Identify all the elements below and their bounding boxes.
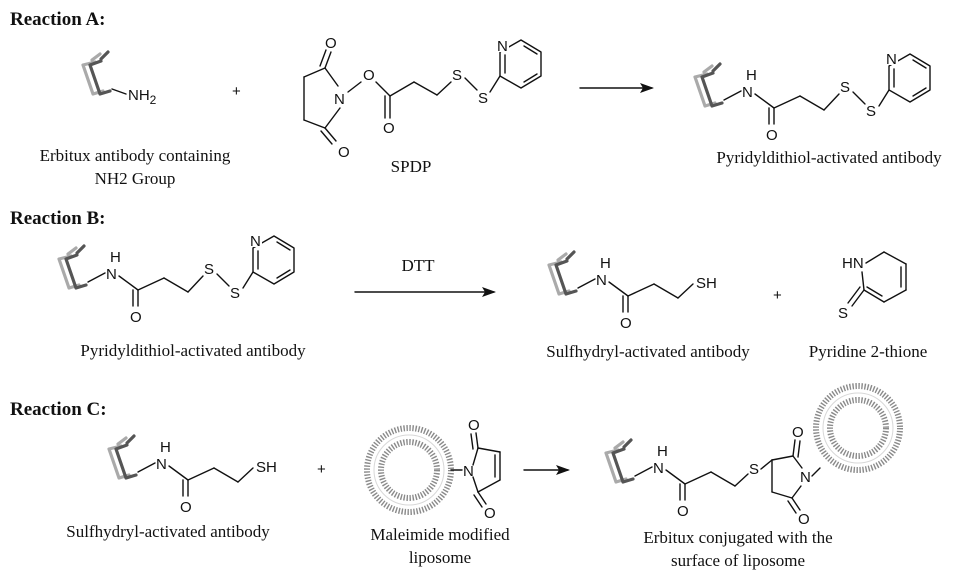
reaction-b-reactant: N H O S S N	[57, 233, 295, 326]
svg-text:N: N	[463, 463, 474, 480]
reaction-b-plus: +	[773, 287, 782, 304]
svg-text:N: N	[250, 233, 261, 250]
svg-text:O: O	[766, 127, 778, 144]
reaction-c-header: Reaction C:	[10, 399, 107, 420]
maleimide-liposome: N O O	[367, 417, 501, 522]
svg-text:H: H	[657, 443, 668, 460]
svg-text:O: O	[484, 505, 496, 522]
svg-text:N: N	[886, 51, 897, 68]
svg-text:O: O	[363, 67, 375, 84]
svg-text:N: N	[156, 456, 167, 473]
reaction-b-product1-caption: Sulfhydryl-activated antibody	[546, 342, 750, 361]
reaction-c-product-caption-line1: Erbitux conjugated with the	[643, 528, 832, 547]
reaction-b-header: Reaction B:	[10, 208, 106, 229]
reaction-a-reactant2-caption: SPDP	[391, 157, 432, 176]
svg-text:N: N	[800, 469, 811, 486]
svg-text:H: H	[600, 255, 611, 272]
spdp-molecule: O O N O O S S N	[303, 35, 542, 161]
svg-text:S: S	[204, 261, 214, 278]
svg-text:N: N	[497, 38, 508, 55]
svg-text:O: O	[180, 499, 192, 516]
svg-text:N: N	[334, 91, 345, 108]
svg-text:S: S	[866, 103, 876, 120]
reaction-b-reactant-caption: Pyridyldithiol-activated antibody	[80, 341, 306, 360]
reaction-c-reactant2-caption-line2: liposome	[409, 548, 471, 567]
svg-text:S: S	[840, 79, 850, 96]
reaction-c-reactant1-caption: Sulfhydryl-activated antibody	[66, 522, 270, 541]
svg-text:H: H	[160, 439, 171, 456]
reaction-b-product2-caption: Pyridine 2-thione	[809, 342, 928, 361]
svg-text:HN: HN	[842, 255, 864, 272]
reaction-c-plus: +	[317, 461, 326, 478]
svg-text:N: N	[106, 266, 117, 283]
svg-text:S: S	[838, 305, 848, 322]
reaction-a-product: N H O S S N	[693, 51, 931, 144]
svg-text:SH: SH	[256, 459, 277, 476]
svg-text:N: N	[596, 272, 607, 289]
reaction-c-reactant2-caption-line1: Maleimide modified	[370, 525, 510, 544]
reaction-c-product: N H O S O O N	[604, 386, 900, 528]
svg-text:N: N	[742, 84, 753, 101]
svg-text:O: O	[325, 35, 337, 52]
pyridine-2-thione-molecule: HN S	[838, 251, 907, 322]
svg-text:S: S	[230, 285, 240, 302]
reaction-a-header: Reaction A:	[10, 9, 106, 30]
svg-text:O: O	[620, 315, 632, 332]
reaction-a-reactant1-caption-line1: Erbitux antibody containing	[40, 146, 231, 165]
svg-text:O: O	[677, 503, 689, 520]
reaction-a-reactant1-caption-line2: NH2 Group	[95, 169, 176, 188]
svg-text:S: S	[749, 461, 759, 478]
reaction-a-antibody-nh2: NH2	[81, 50, 157, 107]
svg-text:H: H	[110, 249, 121, 266]
svg-text:SH: SH	[696, 275, 717, 292]
reaction-c-reactant1: N H O SH	[107, 434, 277, 516]
reaction-b-reagent: DTT	[401, 256, 435, 275]
reaction-a-plus: +	[232, 83, 241, 100]
svg-text:O: O	[798, 511, 810, 528]
reaction-a-product-caption: Pyridyldithiol-activated antibody	[716, 148, 942, 167]
reaction-c-product-caption-line2: surface of liposome	[671, 551, 805, 570]
reaction-b-product1: N H O SH	[547, 250, 717, 332]
svg-text:N: N	[653, 460, 664, 477]
svg-text:S: S	[478, 90, 488, 107]
svg-text:O: O	[792, 424, 804, 441]
svg-text:O: O	[338, 144, 350, 161]
svg-text:O: O	[383, 120, 395, 137]
svg-text:NH2: NH2	[128, 87, 157, 107]
svg-text:S: S	[452, 67, 462, 84]
svg-text:O: O	[468, 417, 480, 434]
svg-text:H: H	[746, 67, 757, 84]
svg-text:O: O	[130, 309, 142, 326]
